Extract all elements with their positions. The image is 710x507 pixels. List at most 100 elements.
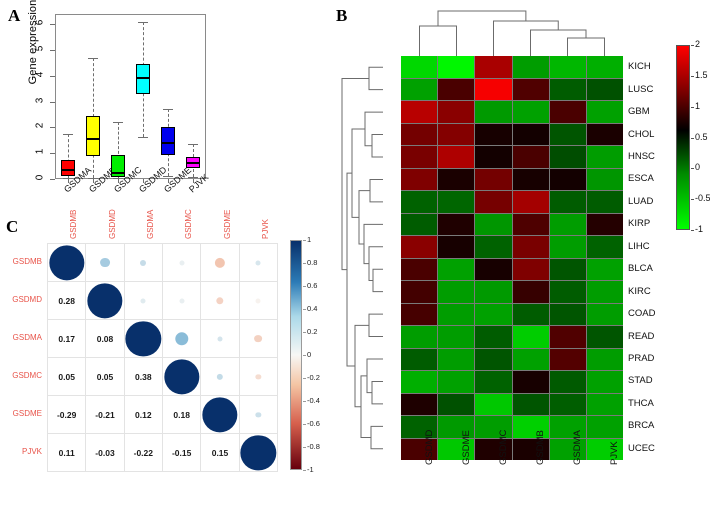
correlation-cell	[86, 244, 125, 282]
correlation-column-label-gsdma: GSDMA	[145, 209, 155, 239]
heatmap-cell	[586, 303, 623, 325]
correlation-colorbar-tick-mark	[303, 355, 306, 356]
heatmap-cell	[586, 213, 623, 235]
heatmap-cell	[512, 213, 549, 235]
heatmap-row-label-thca: THCA	[628, 397, 654, 409]
heatmap-cell	[549, 303, 586, 325]
heatmap-row-label-read: READ	[628, 330, 655, 342]
heatmap-cell	[549, 281, 586, 303]
heatmap-cell	[512, 348, 549, 370]
heatmap-cell	[401, 348, 438, 370]
heatmap-cell	[401, 213, 438, 235]
box-gsdma	[60, 160, 75, 177]
whisker-cap	[112, 178, 123, 180]
median-line	[85, 137, 100, 140]
box-gsdmb	[85, 116, 100, 156]
colorbar-tick-mark	[691, 106, 694, 108]
heatmap-cell	[549, 348, 586, 370]
heatmap-column-label-gsdmc: GSDMC	[497, 429, 509, 465]
colorbar-tick-label: 0	[695, 162, 701, 173]
median-line	[136, 76, 151, 79]
correlation-cell: -0.03	[86, 434, 125, 472]
correlation-cell: -0.15	[162, 434, 202, 472]
correlation-colorbar-tick-mark	[303, 424, 306, 425]
correlation-column-label-gsdme: GSDME	[222, 209, 232, 239]
heatmap-cell	[586, 56, 623, 78]
heatmap-cell	[512, 326, 549, 348]
correlation-row-label-gsdme: GSDME	[12, 409, 42, 418]
heatmap-cell	[438, 438, 475, 460]
heatmap-cell	[475, 393, 512, 415]
correlation-cell	[201, 396, 240, 434]
heatmap-cell	[401, 56, 438, 78]
heatmap-cell	[512, 78, 549, 100]
heatmap-cell	[438, 348, 475, 370]
whisker-cap	[87, 178, 98, 180]
y-tick-label: 2	[34, 123, 46, 129]
correlation-value: -0.21	[95, 409, 115, 420]
correlation-value: 0.28	[58, 295, 75, 306]
correlation-row-label-gsdmd: GSDMD	[12, 295, 42, 304]
heatmap-cell	[438, 371, 475, 393]
heatmap-cell	[586, 348, 623, 370]
x-tick-mark	[92, 179, 94, 183]
correlation-colorbar-tick-label: 0.4	[307, 304, 318, 313]
y-tick-mark	[50, 101, 55, 103]
correlation-cell	[239, 396, 278, 434]
whisker-cap	[163, 175, 174, 177]
heatmap-row-label-esca: ESCA	[628, 173, 654, 185]
heatmap-column-label-gsdme: GSDME	[460, 430, 472, 465]
heatmap-row-label-lusc: LUSC	[628, 83, 654, 95]
heatmap-cell	[586, 281, 623, 303]
heatmap-cell	[401, 236, 438, 258]
correlation-cell: 0.18	[162, 396, 202, 434]
correlation-circle	[255, 411, 261, 418]
panel-a-plot-area	[55, 14, 206, 179]
heatmap-cell	[512, 258, 549, 280]
heatmap-column-label-gsdmd: GSDMD	[423, 429, 435, 465]
heatmap-cell	[438, 416, 475, 438]
heatmap-cell	[549, 101, 586, 123]
correlation-cell	[239, 244, 278, 282]
correlation-colorbar-tick-label: 0.8	[307, 258, 318, 267]
y-tick-mark	[50, 127, 55, 129]
correlation-value: 0.11	[58, 447, 75, 458]
heatmap-row-label-chol: CHOL	[628, 128, 655, 140]
correlation-row-label-gsdma: GSDMA	[12, 333, 42, 342]
whisker-cap	[188, 176, 199, 178]
correlation-value: 0.18	[173, 409, 190, 420]
heatmap-cell	[512, 56, 549, 78]
heatmap-cell	[549, 123, 586, 145]
heatmap-row-label-gbm: GBM	[628, 106, 650, 118]
correlation-cell	[201, 244, 240, 282]
whisker-cap	[112, 122, 123, 124]
heatmap-row-label-kirc: KIRC	[628, 285, 651, 297]
median-line	[161, 141, 176, 144]
colorbar-tick-mark	[691, 45, 694, 46]
heatmap-cell	[438, 123, 475, 145]
correlation-value: 0.38	[135, 371, 152, 382]
heatmap-row-label-brca: BRCA	[628, 420, 655, 432]
heatmap-cell	[586, 236, 623, 258]
y-tick-label: 4	[34, 71, 46, 78]
heatmap-cell	[438, 146, 475, 168]
correlation-cell	[239, 434, 278, 472]
heatmap-row-label-luad: LUAD	[628, 195, 654, 207]
heatmap-cell	[549, 393, 586, 415]
correlation-cell: 0.05	[48, 358, 87, 396]
heatmap-cell	[438, 101, 475, 123]
heatmap-cell	[438, 303, 475, 325]
correlation-cell: 0.05	[86, 358, 125, 396]
correlation-column-label-gsdmd: GSDMD	[107, 209, 117, 239]
correlation-cell	[162, 320, 202, 358]
heatmap-cell	[549, 56, 586, 78]
correlation-cell: -0.29	[48, 396, 87, 434]
heatmap-cell	[475, 191, 512, 213]
correlation-circle	[179, 260, 185, 265]
y-tick-label: 1	[34, 148, 46, 155]
heatmap-cell	[475, 168, 512, 190]
heatmap-cell	[401, 438, 438, 460]
